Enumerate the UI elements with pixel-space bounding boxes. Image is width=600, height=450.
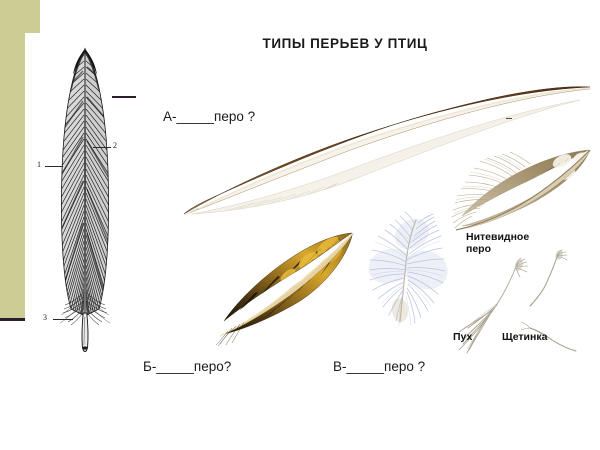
engraving-callout-2: 2 xyxy=(113,141,117,150)
caption-bristle: Щетинка xyxy=(502,331,548,343)
filoplume-thread-feather xyxy=(455,257,535,368)
question-label-b: Б-_____перо? xyxy=(143,359,232,374)
olive-accent-block-lower xyxy=(0,33,27,318)
question-label-v: В-_____перо ? xyxy=(333,359,426,374)
golden-black-mottled-feather xyxy=(214,228,374,347)
caption-filoplume: Нитевидное перо xyxy=(466,231,530,256)
beige-semiplume-feather xyxy=(446,148,596,231)
caption-down: Пух xyxy=(453,331,473,343)
engraving-callout-1: 1 xyxy=(37,160,41,169)
olive-accent-rule xyxy=(0,318,27,321)
feather-anatomy-engraving xyxy=(47,41,127,366)
large-brown-barred-contour-feather xyxy=(176,84,596,216)
feather-engraving-card: 1 2 3 xyxy=(25,33,140,380)
engraving-leader-3 xyxy=(53,319,73,320)
question-label-a: А-_____перо ? xyxy=(163,109,256,124)
engraving-leader-1 xyxy=(45,166,63,167)
bluish-white-down-feather xyxy=(356,198,476,330)
top-divider-rule xyxy=(112,96,136,98)
engraving-callout-3: 3 xyxy=(43,313,47,322)
engraving-leader-2 xyxy=(93,147,111,148)
bristle-feather xyxy=(520,249,590,352)
tip-dash-marker xyxy=(506,118,512,119)
page-title: ТИПЫ ПЕРЬЕВ У ПТИЦ xyxy=(262,36,428,51)
